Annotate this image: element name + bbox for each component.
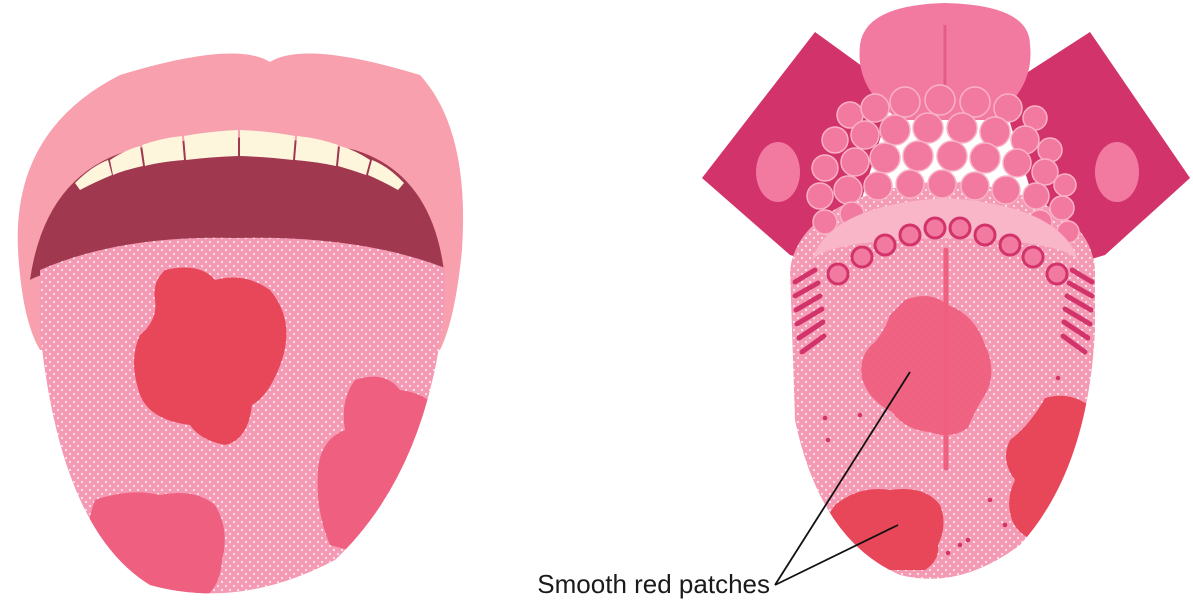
tonsil-left (756, 142, 800, 202)
tongue-anatomy-illustration (702, 3, 1190, 579)
callout-label: Smooth red patches (537, 569, 770, 599)
mouth-illustration (18, 54, 463, 600)
tonsil-right (1095, 142, 1139, 202)
red-patch (86, 492, 225, 600)
